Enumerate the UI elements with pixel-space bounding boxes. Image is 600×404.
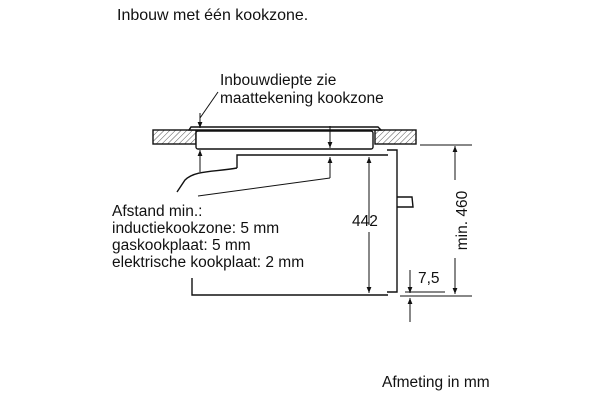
clearance-induction: inductiekookzone: 5 mm <box>112 220 280 237</box>
clearance-gas: gaskookplaat: 5 mm <box>112 237 251 254</box>
countertop-right <box>374 129 417 145</box>
hob-top-plate <box>187 126 383 131</box>
depth-note-line1: Inbouwdiepte zie <box>220 72 337 89</box>
oven-front-panel <box>387 149 398 293</box>
unit-note: Afmeting in mm <box>382 374 490 391</box>
height-dimension-label: 442 <box>352 213 378 230</box>
oven-outline <box>176 154 388 296</box>
dimension-min-460 <box>400 144 472 297</box>
countertop-left <box>152 129 197 145</box>
dimension-7-5 <box>405 270 445 322</box>
depth-note-line2: maattekening kookzone <box>220 90 384 107</box>
hob-body <box>195 130 374 150</box>
clearance-electric: elektrische kookplaat: 2 mm <box>112 254 305 271</box>
clearance-heading: Afstand min.: <box>112 203 203 220</box>
oven-knob-icon <box>397 196 414 208</box>
diagram-title: Inbouw met één kookzone. <box>117 7 309 24</box>
gap-dimension-label: 7,5 <box>418 270 440 287</box>
